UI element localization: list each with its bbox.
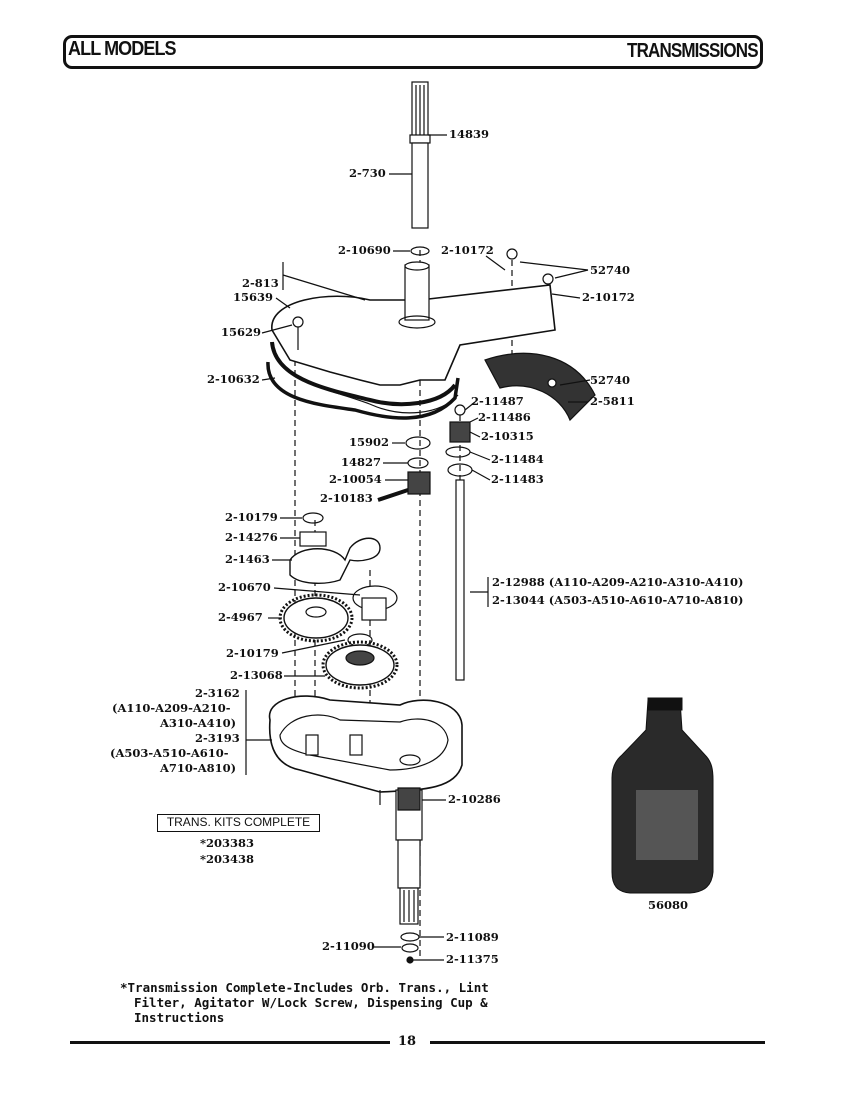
label-2-13044: 2-13044 (A503-A510-A610-A710-A810) <box>492 593 744 607</box>
washer-2-10690 <box>410 246 430 256</box>
footer-rule-left <box>70 1041 390 1044</box>
label-2-730: 2-730 <box>349 166 386 180</box>
washer-2-11090 <box>401 943 419 953</box>
washer-2-11089 <box>400 932 420 942</box>
label-2-10670: 2-10670 <box>218 580 271 594</box>
footnote: *Transmission Complete-Includes Orb. Tra… <box>120 980 590 1025</box>
label-2-10172-a: 2-10172 <box>441 243 494 257</box>
label-2-12988: 2-12988 (A110-A209-A210-A310-A410) <box>492 575 744 589</box>
label-15639: 15639 <box>233 290 274 304</box>
label-2-11487: 2-11487 <box>471 394 524 408</box>
label-2-10054: 2-10054 <box>329 472 382 486</box>
footnote-line-3: Instructions <box>134 1010 225 1025</box>
gear-2-10054 <box>407 471 431 495</box>
label-2-5811: 2-5811 <box>590 394 635 408</box>
footnote-line-2: Filter, Agitator W/Lock Screw, Dispensin… <box>134 995 488 1010</box>
label-52740-a: 52740 <box>590 263 631 277</box>
label-14827: 14827 <box>341 455 382 469</box>
gasket-2-10632 <box>266 361 460 420</box>
footnote-line-1: *Transmission Complete-Includes Orb. Tra… <box>120 980 489 995</box>
label-14839: 14839 <box>449 127 490 141</box>
pinion-2-10315 <box>449 421 471 443</box>
label-2-10690: 2-10690 <box>338 243 391 257</box>
label-52740-b: 52740 <box>590 373 631 387</box>
label-15629: 15629 <box>221 325 262 339</box>
label-2-10286: 2-10286 <box>448 792 501 806</box>
label-2-10183: 2-10183 <box>320 491 373 505</box>
label-2-11484: 2-11484 <box>491 452 544 466</box>
screw-15629 <box>292 316 304 328</box>
label-2-11375: 2-11375 <box>446 952 499 966</box>
page-number: 18 <box>398 1034 417 1049</box>
header-frame <box>63 35 763 69</box>
label-2-3162-models-1: (A110-A209-A210- <box>112 701 231 715</box>
label-2-1463: 2-1463 <box>225 552 270 566</box>
washer-2-10179 <box>302 512 324 524</box>
label-2-11486: 2-11486 <box>478 410 531 424</box>
label-2-11483: 2-11483 <box>491 472 544 486</box>
washer-14827 <box>407 457 429 469</box>
gear-case-cover <box>270 261 556 414</box>
label-2-4967: 2-4967 <box>218 610 263 624</box>
trans-kits-complete-box: TRANS. KITS COMPLETE <box>157 814 320 832</box>
gear-2-10670 <box>352 585 398 621</box>
label-2-14276: 2-14276 <box>225 530 278 544</box>
label-2-10179-a: 2-10179 <box>225 510 278 524</box>
washer-2-10179-b <box>347 633 373 647</box>
label-2-10172-b: 2-10172 <box>582 290 635 304</box>
label-2-13068: 2-13068 <box>230 668 283 682</box>
label-56080: 56080 <box>648 898 689 912</box>
pin-2-10183 <box>377 488 409 502</box>
label-2-10632: 2-10632 <box>207 372 260 386</box>
header-all-models: ALL MODELS <box>68 38 177 60</box>
crank-arm-2-1463 <box>289 537 381 584</box>
transmission-lubricant-bottle <box>611 697 714 894</box>
shaft-14839 <box>409 81 431 229</box>
label-2-10179-b: 2-10179 <box>226 646 279 660</box>
label-2-813: 2-813 <box>242 276 279 290</box>
label-2-3193-models-2: A710-A810) <box>160 761 237 775</box>
label-2-3162-models-2: A310-A410) <box>160 716 237 730</box>
bracket-2-14276 <box>299 531 327 547</box>
footer-rule-right <box>430 1041 765 1044</box>
washer-15902 <box>405 436 431 450</box>
nut-2-11375 <box>406 956 414 964</box>
screw-52740-b <box>542 273 554 285</box>
label-2-10315: 2-10315 <box>481 429 534 443</box>
label-2-3193-models-1: (A503-A510-A610- <box>110 746 229 760</box>
washer-2-11484 <box>445 446 471 458</box>
label-15902: 15902 <box>349 435 390 449</box>
transmission-case <box>268 695 463 805</box>
kit-203438: *203438 <box>200 852 255 866</box>
label-2-3193: 2-3193 <box>195 731 240 745</box>
label-2-11089: 2-11089 <box>446 930 499 944</box>
gear-2-13068 <box>321 640 399 690</box>
brake-shoe-2-5811 <box>484 352 596 422</box>
kit-203383: *203383 <box>200 836 255 850</box>
lower-shaft <box>395 787 423 925</box>
label-2-3162: 2-3162 <box>195 686 240 700</box>
shaft-2-12988 <box>455 479 465 681</box>
screw-52740-a <box>506 248 518 260</box>
label-2-11090: 2-11090 <box>322 939 375 953</box>
header-transmissions: TRANSMISSIONS <box>627 40 758 62</box>
gear-2-4967 <box>278 593 354 643</box>
